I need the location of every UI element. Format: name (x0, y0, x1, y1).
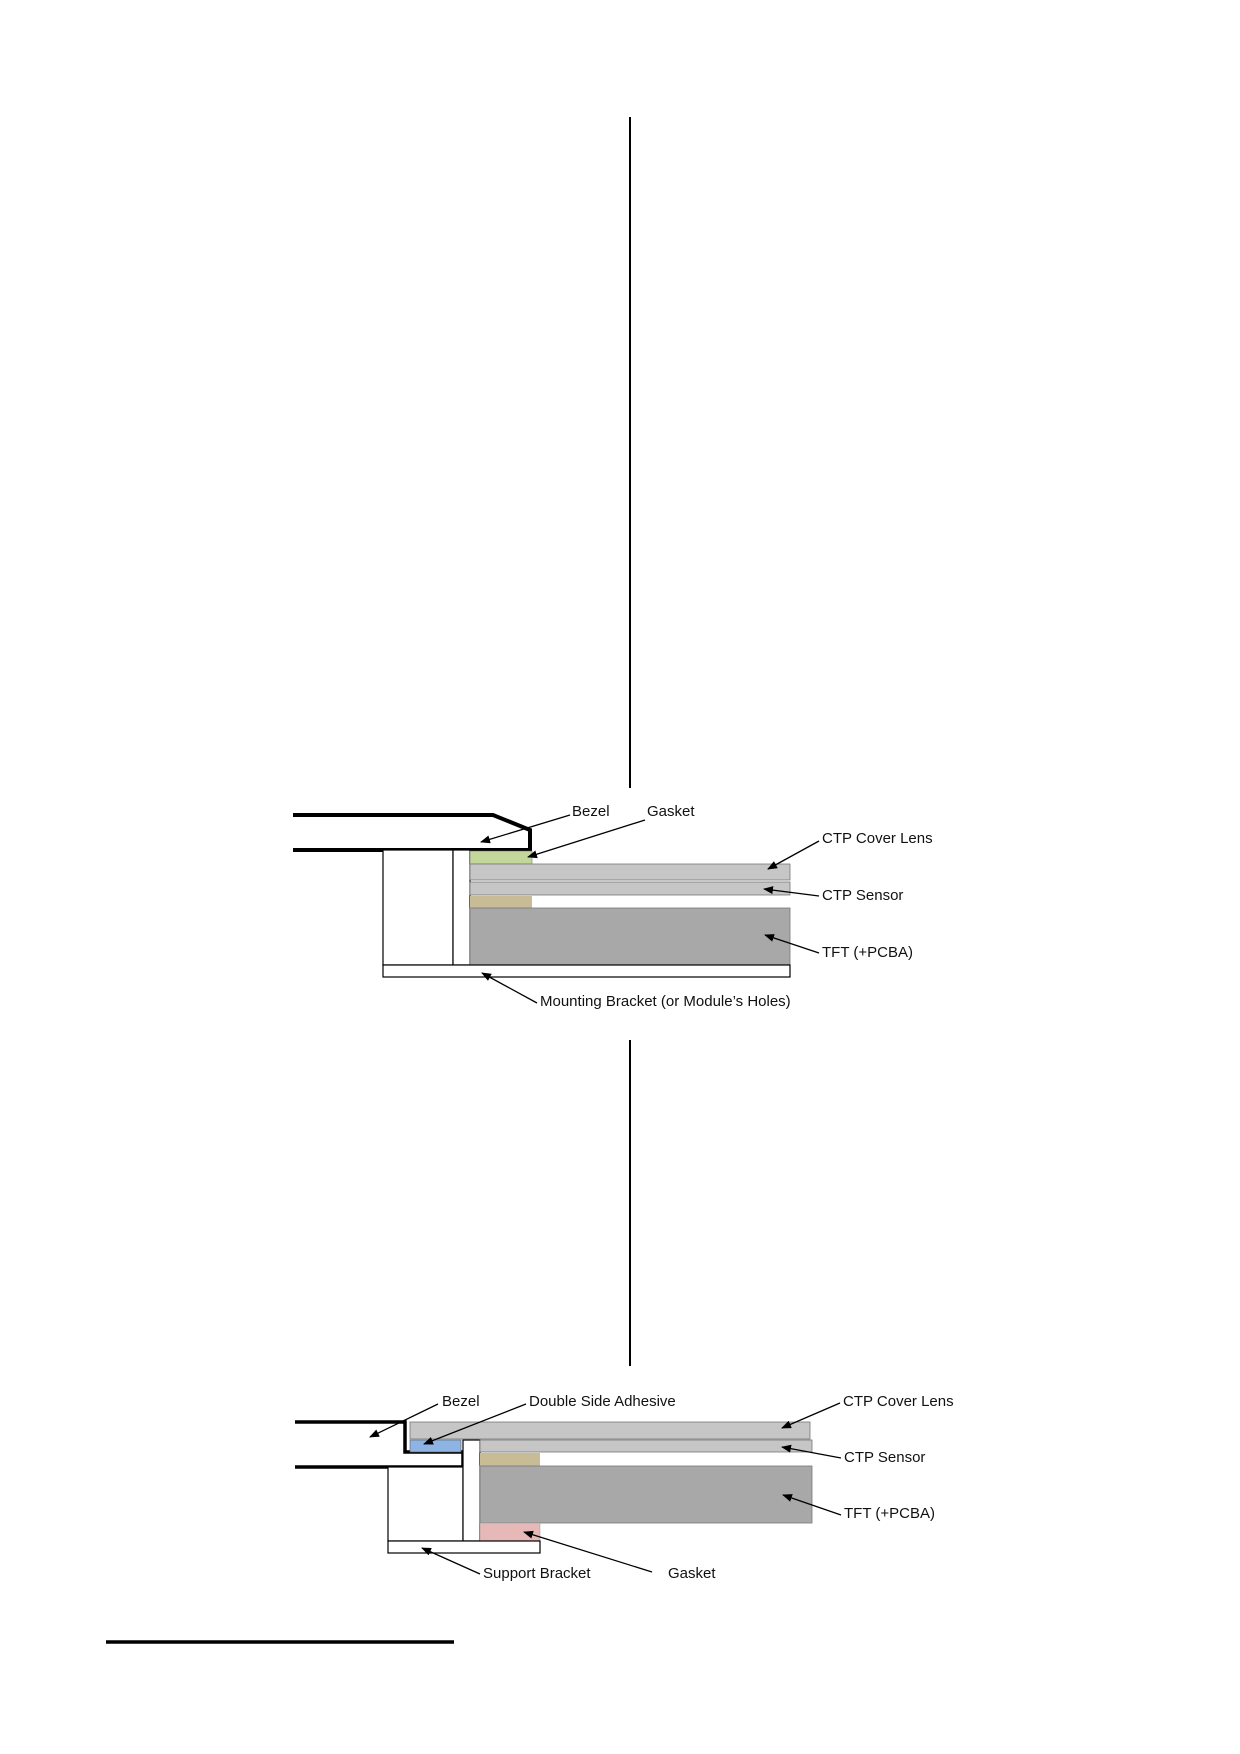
bottom-support-bracket (387, 1540, 541, 1554)
bottom-label-cover-lens: CTP Cover Lens (843, 1393, 954, 1410)
top-gasket (469, 850, 533, 865)
top-mounting-bracket (382, 964, 791, 978)
bottom-label-support-bracket: Support Bracket (483, 1565, 591, 1582)
bottom-arrow-tft (782, 1494, 842, 1516)
bottom-cover-lens (409, 1421, 811, 1440)
top-arrow-gasket (527, 819, 646, 859)
bottom-label-gasket: Gasket (668, 1565, 716, 1582)
top-label-cover-lens: CTP Cover Lens (822, 830, 933, 847)
top-arrow-cover-lens (767, 840, 820, 870)
bottom-label-adhesive: Double Side Adhesive (529, 1393, 676, 1410)
top-frame (382, 849, 454, 966)
top-spacer (470, 896, 532, 908)
bottom-frame (387, 1466, 464, 1542)
bottom-spacer (480, 1453, 540, 1466)
diagram-top: Bezel Gasket CTP Cover Lens CTP Sensor T… (293, 803, 933, 1010)
top-label-mounting-bracket: Mounting Bracket (or Module’s Holes) (540, 993, 791, 1010)
top-label-tft: TFT (+PCBA) (822, 944, 913, 961)
top-label-sensor: CTP Sensor (822, 887, 903, 904)
top-frame-inner (452, 849, 471, 966)
bottom-arrow-bezel (369, 1403, 439, 1438)
top-label-bezel: Bezel (572, 803, 610, 820)
bottom-label-sensor: CTP Sensor (844, 1449, 925, 1466)
diagram-bottom: Bezel Double Side Adhesive CTP Cover Len… (295, 1393, 954, 1582)
bottom-arrow-support-bracket (421, 1547, 481, 1575)
bottom-arrow-adhesive (423, 1403, 527, 1445)
bottom-label-tft: TFT (+PCBA) (844, 1505, 935, 1522)
top-label-gasket: Gasket (647, 803, 695, 820)
top-arrow-sensor (763, 886, 820, 897)
top-sensor (469, 881, 791, 896)
bottom-arrow-cover-lens (781, 1402, 841, 1429)
bottom-sensor (479, 1439, 813, 1453)
top-tft (469, 907, 791, 966)
top-arrow-tft (764, 934, 820, 954)
bottom-arrow-sensor (781, 1444, 842, 1459)
bottom-gasket (479, 1522, 541, 1542)
top-arrow-bezel (480, 814, 571, 844)
top-cover-lens (469, 863, 791, 881)
bottom-adhesive (409, 1439, 462, 1453)
top-arrow-mounting-bracket (481, 972, 538, 1004)
bottom-frame-inner (462, 1439, 481, 1542)
bottom-tft (479, 1465, 813, 1524)
bottom-arrow-gasket (523, 1530, 653, 1573)
bottom-label-bezel: Bezel (442, 1393, 480, 1410)
top-bezel (293, 813, 532, 852)
